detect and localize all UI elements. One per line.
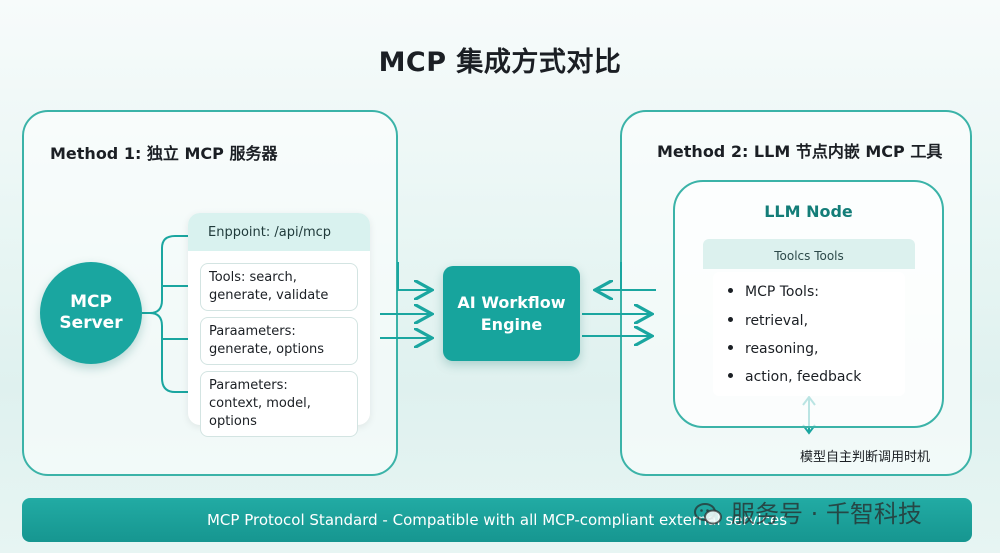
protocol-banner: MCP Protocol Standard - Compatible with …: [22, 498, 972, 542]
parameters-card-1-line1: Paraameters:: [209, 324, 296, 339]
bullet-icon: [728, 344, 733, 350]
mcp-server-line1: MCP: [70, 292, 112, 312]
wechat-icon: [694, 503, 722, 525]
ai-workflow-engine-node: AI Workflow Engine: [443, 266, 580, 361]
llm-node-title: LLM Node: [764, 202, 853, 221]
parameters-card-2-line2: context, model, options: [209, 396, 311, 429]
bullet-icon: [728, 372, 733, 378]
method2-title: Method 2: LLM 节点内嵌 MCP 工具: [657, 142, 943, 161]
method1-title: Method 1: 独立 MCP 服务器: [50, 144, 278, 163]
engine-line1: AI Workflow: [457, 292, 566, 312]
list-item: action, feedback: [728, 369, 861, 385]
tools-card-line2: generate, validate: [209, 288, 329, 303]
tools-card-line1: Tools: search,: [209, 270, 297, 285]
tool-item-text: reasoning,: [745, 341, 819, 357]
endpoint-label: Enppoint: /api/mcp: [188, 213, 370, 251]
list-item: retrieval,: [728, 313, 808, 329]
list-item: MCP Tools:: [728, 284, 819, 300]
tool-item-text: MCP Tools:: [745, 284, 819, 300]
parameters-card-2: Parameters: context, model, options: [200, 371, 358, 437]
decision-caption: 模型自主判断调用时机: [800, 450, 931, 465]
list-item: reasoning,: [728, 341, 818, 357]
tool-item-text: retrieval,: [745, 313, 809, 329]
mcp-server-line2: Server: [59, 313, 123, 333]
engine-line2: Engine: [480, 314, 543, 334]
tools-card: Tools: search, generate, validate: [200, 263, 358, 311]
tool-item-text: action, feedback: [745, 369, 862, 385]
watermark: 服务号 · 千智科技: [693, 498, 922, 530]
page-title: MCP 集成方式对比: [378, 47, 622, 78]
bullet-icon: [728, 316, 733, 322]
tools-list: [713, 272, 905, 396]
tools-header: Toolcs Tools: [703, 239, 915, 269]
parameters-card-1: Paraameters: generate, options: [200, 317, 358, 365]
parameters-card-1-line2: generate, options: [209, 342, 325, 357]
parameters-card-2-line1: Parameters:: [209, 378, 288, 393]
bullet-icon: [728, 287, 733, 293]
watermark-text: 服务号 · 千智科技: [731, 500, 922, 528]
mcp-server-node: MCP Server: [40, 262, 142, 364]
